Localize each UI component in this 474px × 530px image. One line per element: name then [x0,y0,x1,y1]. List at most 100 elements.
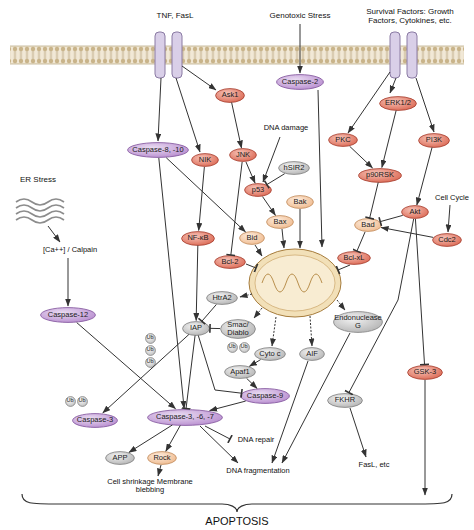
inhibition-connector [380,215,403,221]
node-label: GSK-3 [414,368,437,376]
node-label: Smac/ Diablo [220,321,256,337]
mitochondrion-inner [255,255,335,311]
node-shape [215,256,246,269]
caspase-oval: Caspase-3, -6, -7 [147,409,223,426]
receptor-symbol [390,32,400,78]
bcl2-family-oval: Rock [147,451,177,465]
node-label: Cdc2 [438,236,456,244]
node-shape [148,452,177,465]
receptor-symbol [155,32,165,78]
activation-connector [249,360,260,367]
leader-inhibit [246,264,256,268]
node-label: Cyto c [259,350,280,358]
bcl2-family-oval: Bax [266,215,294,229]
node-label: Caspase-12 [48,311,88,319]
leader-arrow [350,408,366,457]
leader-arrow [272,317,276,346]
node-label: Ub [78,398,85,404]
annotation-label: Survival Factors: Growth Factors, Cytoki… [365,8,455,26]
activation-connector [382,110,396,167]
node-label: Caspase-8, -10 [132,146,183,154]
node-shape [148,409,223,425]
caspase-oval: Caspase-9 [240,388,290,404]
leader-arrow [448,205,450,232]
node-label: Bid [247,234,258,242]
leader-arrow [254,308,262,318]
node-shape [328,393,363,407]
factor-oval: Apaf1 [224,365,256,379]
activation-connector [77,323,176,409]
leader-arrow [240,294,252,297]
leader-inhibit [205,426,230,439]
kinase-oval: Akt [401,205,429,219]
annotation-label: Cell shrinkage Membrane blebbing [107,478,193,495]
node-label: Caspase-3, -6, -7 [156,413,214,421]
node-label: Ub [146,347,153,353]
leader-arrow [182,66,216,90]
leader-arrow [300,209,301,248]
activation-connector [417,147,432,205]
node-shape [419,133,450,147]
node-shape [221,320,256,339]
node-shape [183,321,210,335]
leader-arrow [318,90,322,247]
node-label: Caspase-2 [282,78,318,86]
receptor-symbol [407,32,417,78]
pathway-leaders [48,24,450,495]
node-label: APP [112,454,127,462]
kinase-oval: PKC [328,133,358,147]
leader-arrow [282,229,284,248]
annotation-label: FasL, etc [349,461,399,469]
node-label: Bcl-2 [221,258,238,266]
leader-arrow [416,78,434,132]
ubiquitin-circle: Ub [77,396,88,407]
annotation-label: ER Stress [13,176,63,185]
leader-arrow [68,258,69,306]
ubiquitin-circle: Ub [239,342,250,353]
node-shape [241,389,290,404]
node-shape [106,452,135,465]
node-shape [355,219,382,232]
kinase-oval: Bcl-xL [337,251,371,265]
node-label: Ub [228,344,235,350]
node-shape [225,366,256,379]
caspase-oval: Caspase-2 [276,74,324,90]
node-label: PI3K [426,136,442,144]
mitochondrion [249,249,341,317]
inhibition-connector [186,335,195,408]
node-shape [128,143,189,158]
inhibition-connector [198,335,241,393]
activation-connector [159,158,184,409]
node-label: FKHR [335,396,355,404]
node-shape [433,234,462,247]
node-shape [227,342,237,352]
node-shape [267,216,294,229]
leader-arrow [300,24,301,73]
node-shape [240,232,265,245]
node-label: NIK [199,156,212,164]
node-label: Bcl-xL [344,254,365,262]
node-shape [380,96,417,110]
receptor-symbol [172,32,182,78]
node-label: NF-κB [187,234,208,242]
leader-arrow [158,78,161,141]
node-shape [329,134,358,147]
annotation-label: [Ca++] / Calpain [28,246,112,254]
node-shape [402,206,429,219]
inhibition-connector [231,162,242,255]
node-shape [334,312,383,333]
node-label: Ask1 [222,91,239,99]
node-label: Caspase-3 [77,416,113,424]
node-shape [255,348,286,361]
node-shape [77,396,87,406]
kinase-oval: Bcl-2 [214,255,246,269]
activation-connector [166,158,245,232]
activation-connector [247,378,257,388]
node-shape [41,308,96,323]
annotation-label: DNA repair [231,436,281,444]
kinase-oval: Cdc2 [432,233,462,247]
annotation-label: DNA fragmentation [216,467,300,475]
outcome-bracket [22,494,452,512]
node-label: PKC [335,136,350,144]
factor-oval: hSIR2 [278,161,310,175]
